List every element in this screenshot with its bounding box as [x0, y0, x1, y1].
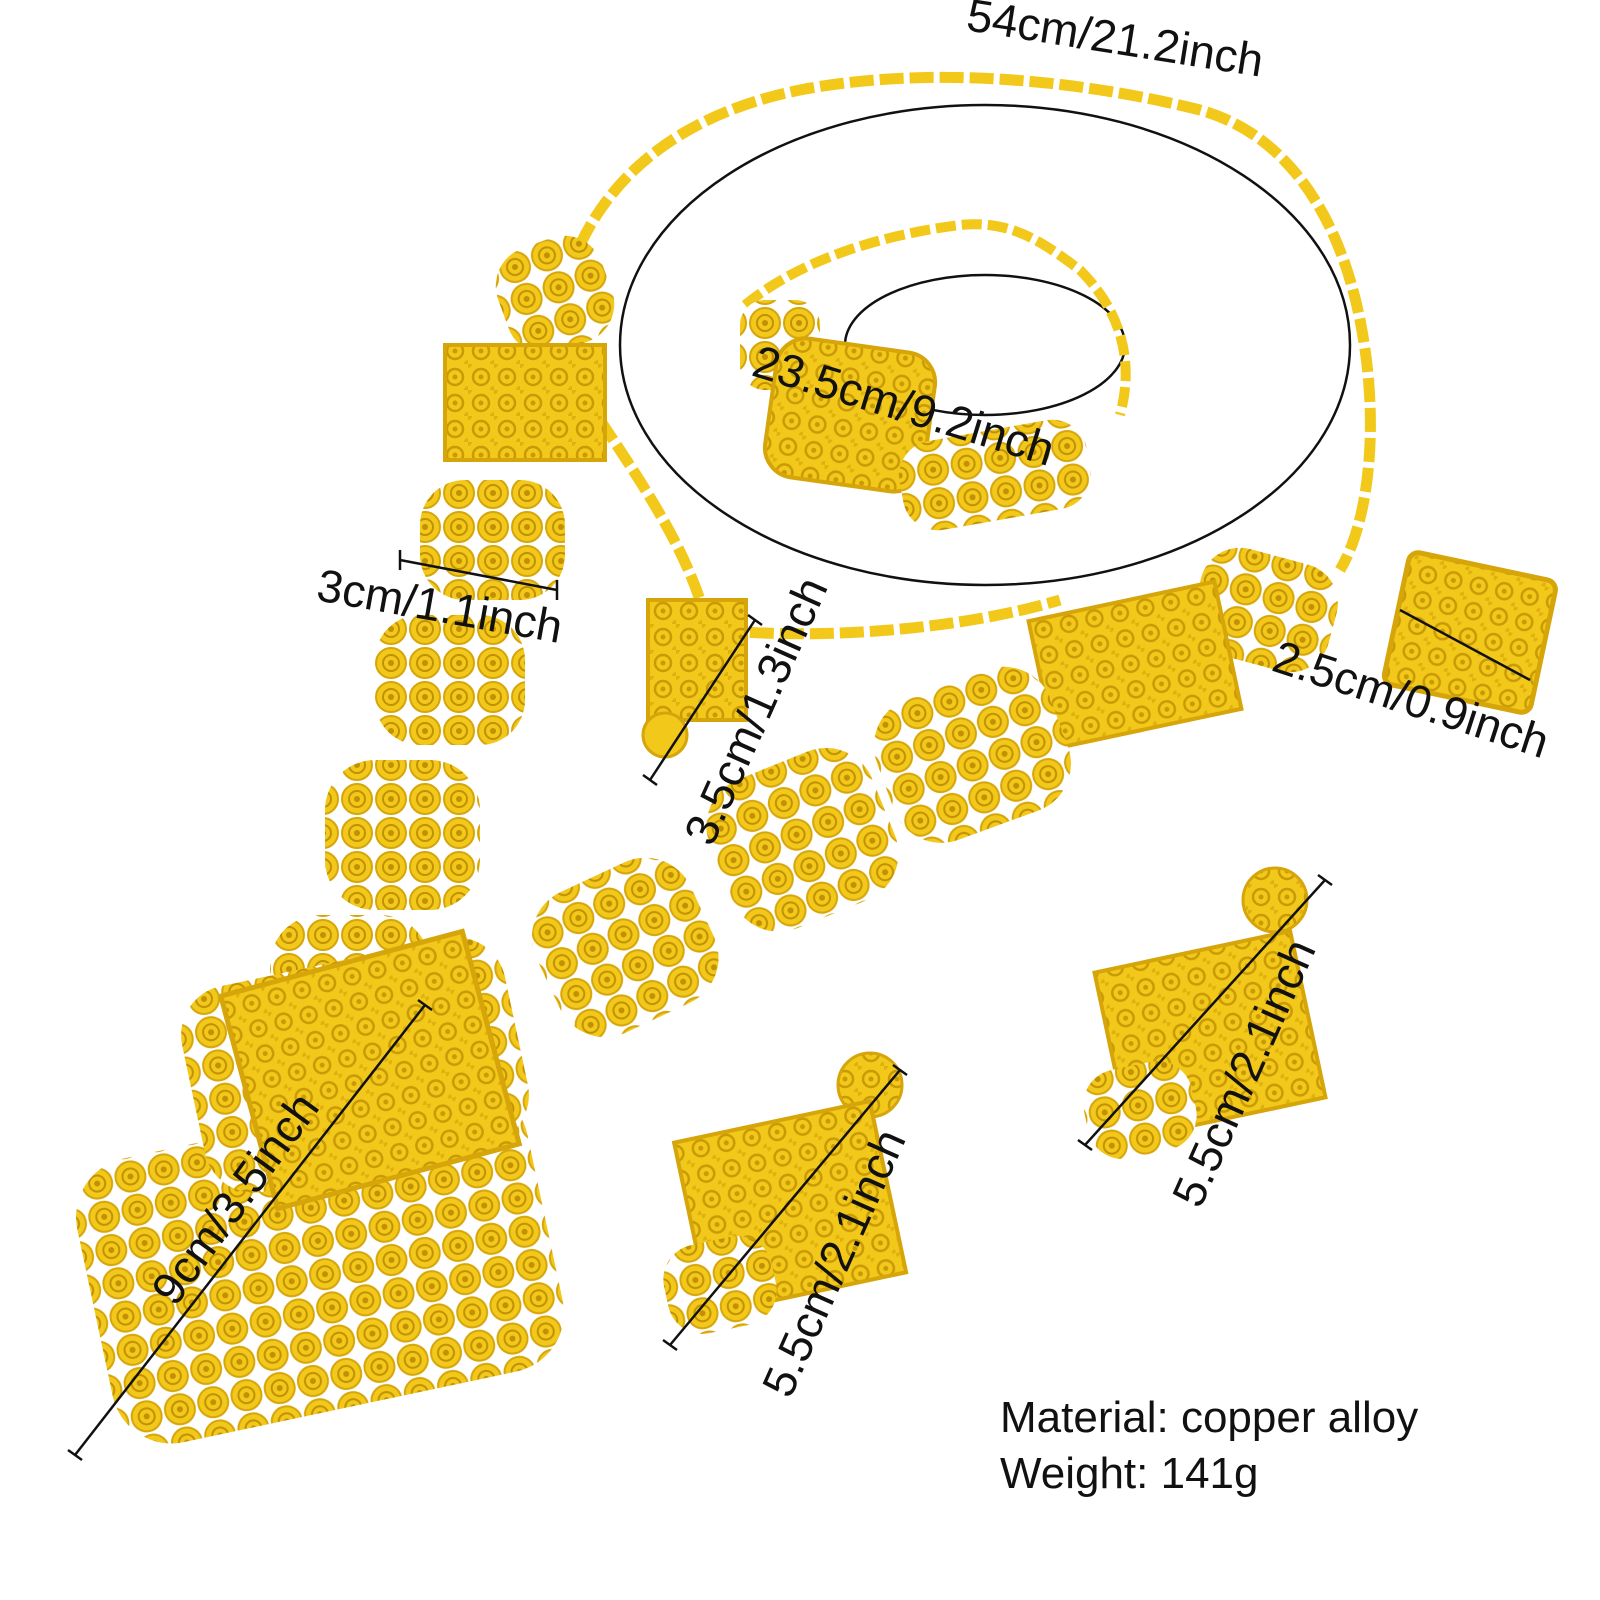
necklace-size-oval	[618, 103, 1352, 587]
product-specs: Material: copper alloy Weight: 141g	[1000, 1390, 1418, 1502]
main-pendant-line	[67, 998, 433, 1462]
small-pendant-line	[642, 613, 763, 787]
ring	[1381, 550, 1558, 715]
earring-left-line	[662, 1063, 908, 1352]
ring-width-line	[1399, 608, 1531, 682]
main-pendant	[76, 928, 564, 1444]
material-text: Material: copper alloy	[1000, 1393, 1419, 1442]
bracelet	[740, 219, 1131, 531]
necklace-length-label: 54cm/21.2inch	[963, 0, 1267, 87]
weight-text: Weight: 141g	[1000, 1449, 1259, 1498]
necklace-chain	[575, 71, 1376, 640]
necklace-right-strand	[531, 547, 1338, 1038]
link-width-line	[398, 550, 559, 600]
earring-right-line	[1077, 873, 1333, 1152]
